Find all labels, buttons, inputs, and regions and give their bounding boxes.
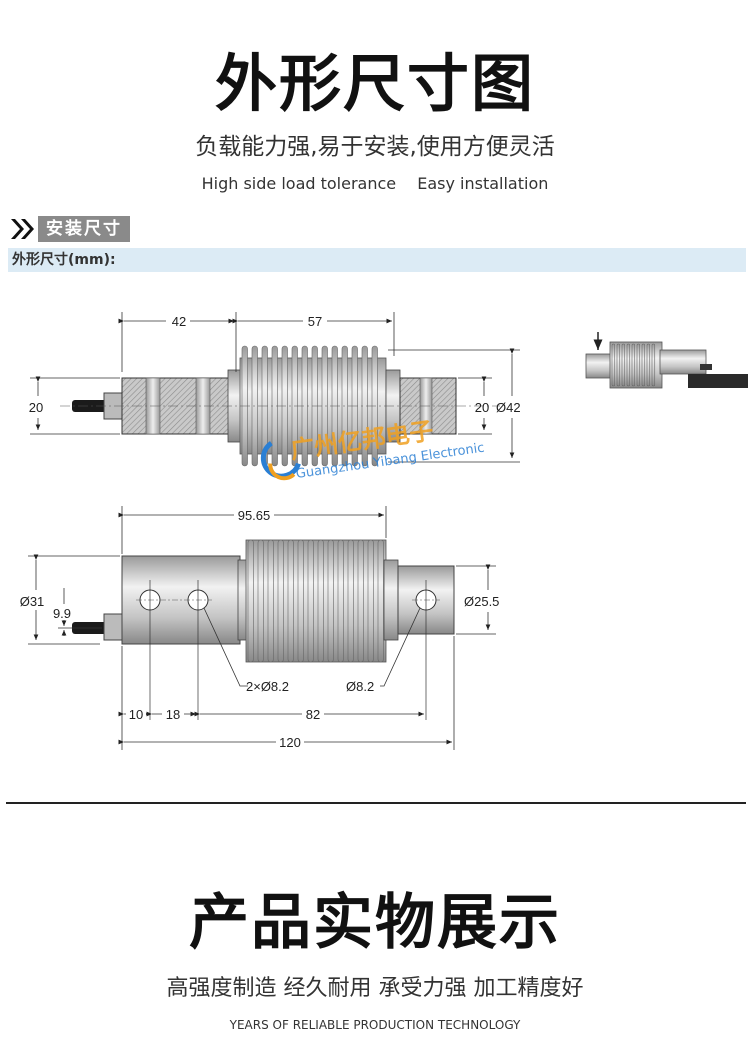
tagline-side-load: High side load tolerance: [201, 174, 397, 193]
showcase-title: 产品实物展示: [189, 888, 561, 958]
watermark-logo-icon: [260, 441, 301, 481]
double-chevron-icon: [8, 216, 38, 242]
holes-2x-label: 2×Ø8.2: [246, 679, 289, 694]
dimension-unit-label: 外形尺寸(mm):: [12, 252, 116, 268]
dim-d42: Ø42: [496, 400, 521, 415]
dim-d25-5: Ø25.5: [464, 594, 499, 609]
page-title: 外形尺寸图: [214, 47, 535, 120]
dim-d31: Ø31: [20, 594, 45, 609]
english-taglines: High side load tolerance Easy installati…: [0, 172, 750, 196]
dim-120: 120: [279, 735, 301, 750]
top-view: 42 57 20 20 Ø42: [29, 312, 521, 467]
product-thumbnail: [585, 332, 748, 389]
section-divider: [6, 802, 746, 804]
technical-drawing: 42 57 20 20 Ø42 广州亿邦电子 Guangzhou Yibang …: [20, 312, 748, 750]
dim-82: 82: [306, 707, 320, 722]
page-subtitle: 负载能力强,易于安装,使用方便灵活: [195, 134, 555, 160]
dim-18: 18: [166, 707, 180, 722]
dim-10: 10: [129, 707, 143, 722]
showcase-english: YEARS OF RELIABLE PRODUCTION TECHNOLOGY: [229, 1018, 521, 1032]
dim-9-9: 9.9: [53, 606, 71, 621]
side-view: 95.65 Ø31 9.9 Ø25.5 2×Ø8.2 Ø8.2 10 18: [20, 506, 499, 750]
hole-single-label: Ø8.2: [346, 679, 374, 694]
bellows-side: [245, 539, 387, 663]
dim-20-right: 20: [475, 400, 489, 415]
dim-42: 42: [172, 314, 186, 329]
dim-95-65: 95.65: [238, 508, 271, 523]
showcase-subtitle: 高强度制造 经久耐用 承受力强 加工精度好: [166, 976, 584, 1001]
tagline-installation: Easy installation: [417, 174, 549, 193]
dimension-bar: 外形尺寸(mm):: [8, 248, 746, 272]
dim-20-left: 20: [29, 400, 43, 415]
section-header: 安装尺寸: [8, 216, 130, 242]
dim-57: 57: [308, 314, 322, 329]
section-title: 安装尺寸: [38, 216, 130, 242]
